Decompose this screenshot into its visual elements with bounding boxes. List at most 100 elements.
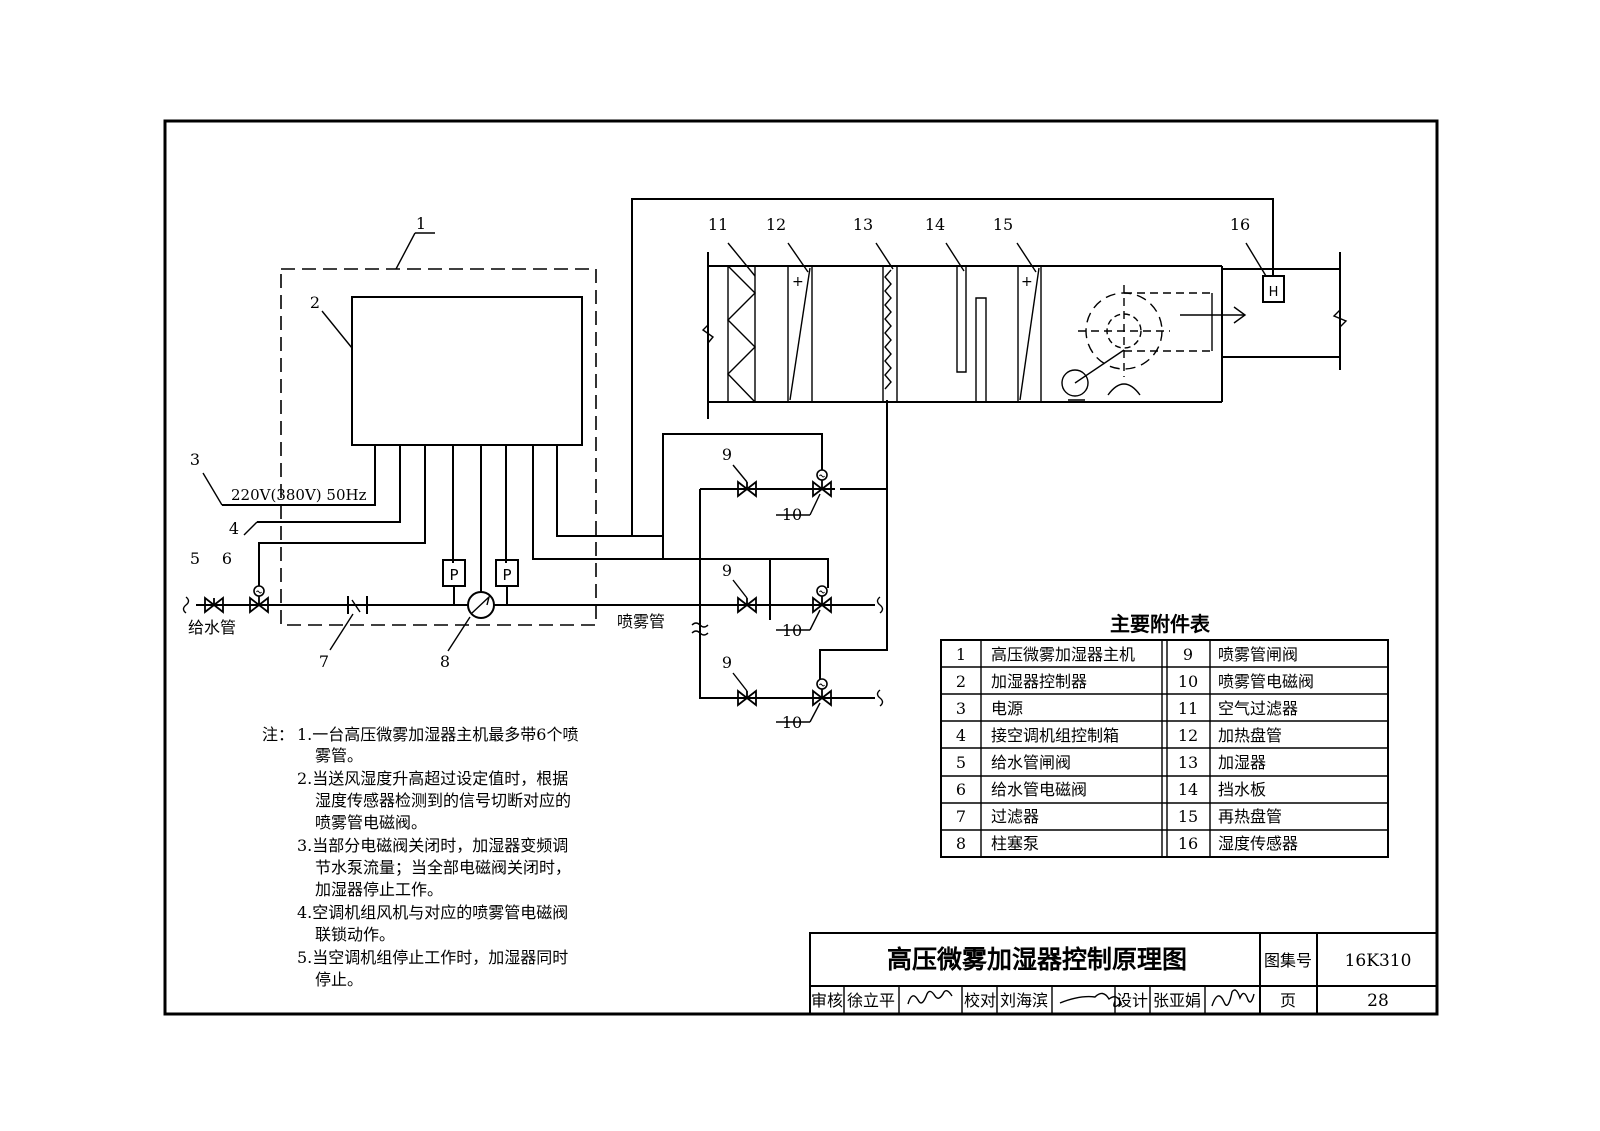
table-row-13-no: 13 [1178, 753, 1198, 772]
table-row-10-name: 喷雾管电磁阀 [1218, 672, 1314, 691]
table-row-5-no: 5 [956, 753, 966, 772]
review-name: 徐立平 [847, 991, 895, 1010]
note-line: 停止。 [315, 970, 363, 989]
design-signature [1211, 989, 1255, 1007]
table-row-12-no: 12 [1178, 726, 1198, 745]
table-row-9-name: 喷雾管闸阀 [1218, 645, 1298, 664]
pressure-gauge-2-label: P [502, 566, 511, 584]
label-15: 15 [993, 215, 1013, 234]
table-row-13-name: 加湿器 [1218, 753, 1266, 772]
label-6: 6 [222, 549, 232, 568]
check-name: 刘海滨 [1000, 991, 1048, 1010]
atlas-number: 16K310 [1345, 951, 1412, 971]
note-line: 喷雾管电磁阀。 [315, 813, 427, 832]
table-row-4-no: 4 [956, 726, 966, 745]
sheet-border [163, 119, 1439, 1016]
label-11: 11 [708, 215, 728, 234]
label-7: 7 [319, 652, 329, 671]
control-box-wire [257, 445, 401, 523]
title-block [809, 932, 1438, 1015]
svg-text:+: + [792, 274, 804, 290]
table-row-3-name: 电源 [991, 699, 1023, 718]
table-row-9-no: 9 [1183, 645, 1193, 664]
note-line: 4.空调机组风机与对应的喷雾管电磁阀 [297, 903, 568, 922]
sensor-wire [631, 198, 1274, 536]
table-row-7-name: 过滤器 [991, 807, 1039, 826]
review-label: 审核 [811, 991, 843, 1010]
table-row-16-no: 16 [1178, 834, 1198, 853]
table-row-15-name: 再热盘管 [1218, 807, 1282, 826]
power-wire [222, 445, 376, 506]
page-label: 页 [1280, 991, 1296, 1010]
svg-text:+: + [1021, 274, 1033, 290]
table-row-12-name: 加热盘管 [1218, 726, 1282, 745]
air-filter [727, 265, 756, 403]
label-13: 13 [853, 215, 873, 234]
note-line: 3.当部分电磁阀关闭时，加湿器变频调 [297, 836, 568, 855]
supply-pipe-label: 给水管 [188, 618, 236, 637]
table-row-1-name: 高压微雾加湿器主机 [991, 645, 1135, 664]
table-row-11-no: 11 [1178, 699, 1198, 718]
supply-solenoid-wire [258, 445, 426, 592]
pressure-gauge-1-label: P [449, 566, 458, 584]
humidifier-host-outline [280, 268, 597, 626]
table-row-2-no: 2 [956, 672, 966, 691]
table-row-14-no: 14 [1178, 780, 1198, 799]
design-label: 设计 [1116, 991, 1148, 1010]
page-number: 28 [1367, 991, 1389, 1011]
notes-prefix: 注： [262, 725, 294, 744]
label-10a: 10 [782, 505, 802, 524]
note-line: 雾管。 [315, 746, 363, 765]
supply-solenoid-valve [249, 585, 269, 613]
parts-table-title: 主要附件表 [1110, 612, 1211, 636]
label-4: 4 [229, 519, 239, 538]
note-line: 联锁动作。 [315, 925, 395, 944]
table-row-2-name: 加湿器控制器 [991, 672, 1087, 691]
label-14: 14 [925, 215, 945, 234]
table-row-10-no: 10 [1178, 672, 1198, 691]
note-line: 加湿器停止工作。 [315, 880, 443, 899]
atlas-label: 图集号 [1264, 951, 1312, 970]
label-9a: 9 [722, 445, 732, 464]
note-line: 节水泵流量；当全部电磁阀关闭时， [315, 858, 571, 877]
table-row-11-name: 空气过滤器 [1218, 699, 1298, 718]
table-row-6-no: 6 [956, 780, 966, 799]
table-row-5-name: 给水管闸阀 [991, 753, 1071, 772]
label-12: 12 [766, 215, 786, 234]
check-label: 校对 [964, 991, 996, 1010]
table-row-1-no: 1 [956, 645, 966, 664]
drawing-title: 高压微雾加湿器控制原理图 [887, 945, 1187, 974]
table-row-3-no: 3 [956, 699, 966, 718]
note-line: 1.一台高压微雾加湿器主机最多带6个喷 [297, 725, 578, 744]
table-row-15-no: 15 [1178, 807, 1198, 826]
label-10b: 10 [782, 621, 802, 640]
label-2: 2 [310, 293, 320, 312]
label-3: 3 [190, 450, 200, 469]
label-9b: 9 [722, 561, 732, 580]
table-row-6-name: 给水管电磁阀 [991, 780, 1087, 799]
table-row-4-name: 接空调机组控制箱 [991, 726, 1119, 745]
review-signature [907, 989, 953, 1005]
motor-icon [1061, 369, 1089, 397]
power-text: 220V(380V) 50Hz [231, 486, 367, 504]
label-1: 1 [416, 214, 426, 233]
note-line: 2.当送风湿度升高超过设定值时，根据 [297, 769, 568, 788]
table-row-14-name: 挡水板 [1218, 780, 1266, 799]
humidity-sensor [1262, 275, 1285, 303]
humidifier-controller-box [351, 296, 583, 446]
table-row-7-no: 7 [956, 807, 966, 826]
table-row-16-name: 湿度传感器 [1218, 834, 1298, 853]
note-line: 5.当空调机组停止工作时，加湿器同时 [297, 948, 568, 967]
table-row-8-name: 柱塞泵 [991, 834, 1039, 853]
table-row-8-no: 8 [956, 834, 966, 853]
label-16: 16 [1230, 215, 1250, 234]
design-name: 张亚娟 [1153, 991, 1201, 1010]
check-signature [1059, 992, 1122, 1008]
note-line: 湿度传感器检测到的信号切断对应的 [315, 791, 571, 810]
label-5: 5 [190, 549, 200, 568]
sensor-label: H [1269, 285, 1279, 300]
label-9c: 9 [722, 653, 732, 672]
label-8: 8 [440, 652, 450, 671]
label-10c: 10 [782, 713, 802, 732]
